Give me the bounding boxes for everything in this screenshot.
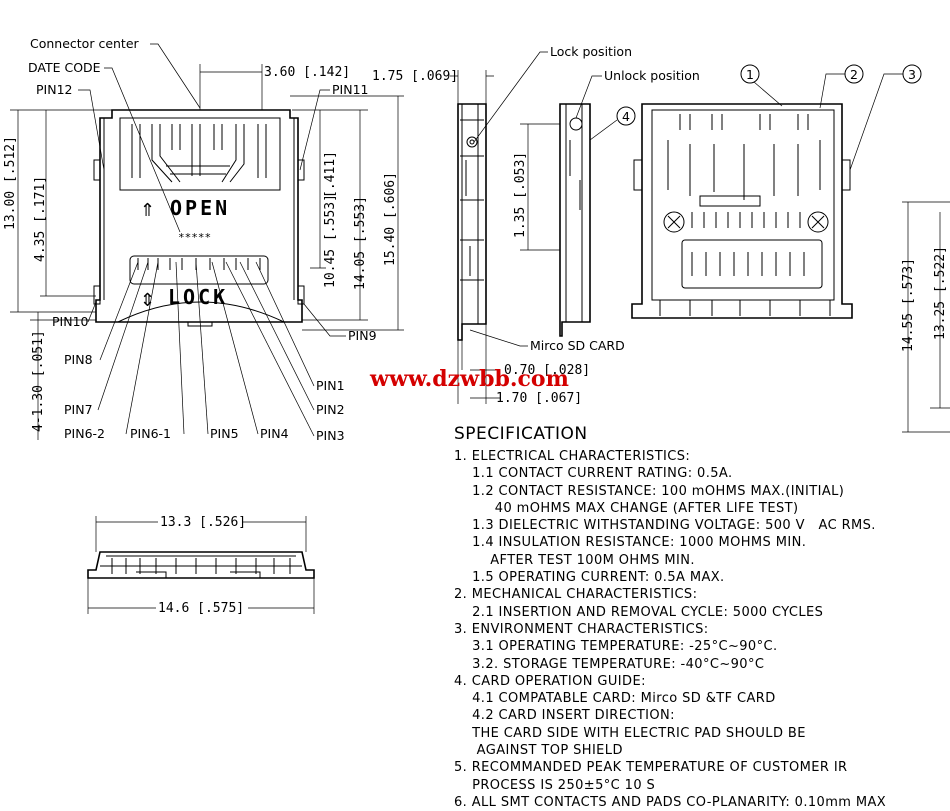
dim-1-75: 1.75 [.069] bbox=[372, 69, 458, 84]
callout-4-circle bbox=[616, 106, 636, 126]
spec-line: 4.2 CARD INSERT DIRECTION: bbox=[454, 708, 675, 724]
spec-line: AFTER TEST 100M OHMS MIN. bbox=[454, 552, 695, 568]
callout-2: 2 bbox=[850, 67, 858, 82]
dim-14-05: 14.05 [.553] bbox=[353, 196, 368, 290]
spec-line: 2.1 INSERTION AND REMOVAL CYCLE: 5000 CY… bbox=[454, 604, 824, 620]
label-pin2: PIN2 bbox=[316, 402, 345, 417]
top-view: OPEN ⇑ LOCK ⇕ ***** 3.60 [.142] 13.00 [.… bbox=[3, 36, 404, 443]
spec-line: 1.4 INSULATION RESISTANCE: 1000 MOHMS MI… bbox=[454, 535, 807, 551]
callout-1-circle bbox=[740, 64, 760, 84]
label-pin6-2: PIN6-2 bbox=[64, 426, 105, 441]
label-pin7: PIN7 bbox=[64, 402, 93, 417]
dim-14-55: 14.55 [.573] bbox=[901, 258, 916, 352]
dim-13-25: 13.25 [.522] bbox=[933, 246, 948, 340]
upper-contacts bbox=[131, 124, 267, 183]
spec-line: 1.1 CONTACT CURRENT RATING: 0.5A. bbox=[454, 466, 733, 482]
label-pin9: PIN9 bbox=[348, 328, 377, 343]
spec-line: THE CARD SIDE WITH ELECTRIC PAD SHOULD B… bbox=[454, 725, 806, 741]
label-unlock-position: Unlock position bbox=[604, 68, 700, 83]
side-view: 1.75 [.069] 0.70 [.028] 1.70 [.067] 1.35… bbox=[372, 44, 700, 406]
lock-arrow-icon: ⇕ bbox=[140, 290, 155, 311]
dim-1-30: 4-1.30 [.051] bbox=[31, 330, 46, 432]
spec-line: 2. MECHANICAL CHARACTERISTICS: bbox=[454, 587, 698, 603]
dim-13-3: 13.3 [.526] bbox=[160, 515, 246, 530]
label-pin11: PIN11 bbox=[332, 82, 368, 97]
dim-1-35: 1.35 [.053] bbox=[513, 152, 528, 238]
label-pin4: PIN4 bbox=[260, 426, 289, 441]
spec-line: 5. RECOMMANDED PEAK TEMPERATURE OF CUSTO… bbox=[454, 760, 848, 776]
spec-line: 40 mOHMS MAX CHANGE (AFTER LIFE TEST) bbox=[454, 500, 799, 516]
label-pin12: PIN12 bbox=[36, 82, 72, 97]
label-pin10: PIN10 bbox=[52, 314, 89, 329]
spec-line: PROCESS IS 250±5°C 10 S bbox=[454, 777, 656, 793]
spec-line: 1. ELECTRICAL CHARACTERISTICS: bbox=[454, 449, 691, 464]
label-pin3: PIN3 bbox=[316, 428, 345, 443]
open-arrow-icon: ⇑ bbox=[140, 200, 155, 221]
spec-line: 1.5 OPERATING CURRENT: 0.5A MAX. bbox=[454, 570, 725, 586]
spec-title: SPECIFICATION bbox=[454, 424, 588, 444]
specification-block: SPECIFICATION 1. ELECTRICAL CHARACTERIST… bbox=[454, 424, 948, 811]
spec-line: 6. ALL SMT CONTACTS AND PADS CO-PLANARIT… bbox=[454, 794, 887, 810]
dim-411: [.411] bbox=[323, 151, 338, 198]
label-pin8: PIN8 bbox=[64, 352, 93, 367]
callout-1: 1 bbox=[746, 67, 754, 82]
lower-contacts bbox=[117, 255, 285, 327]
dim-3-60: 3.60 [.142] bbox=[264, 65, 350, 80]
dim-13-00: 13.00 [.512] bbox=[3, 136, 18, 230]
label-lock-position: Lock position bbox=[550, 44, 632, 59]
spec-line: 4. CARD OPERATION GUIDE: bbox=[454, 673, 646, 689]
callout-3: 3 bbox=[908, 67, 916, 82]
callout-4: 4 bbox=[622, 109, 630, 124]
dim-10-45: 10.45 [.553] bbox=[323, 194, 338, 288]
spec-line: 3.2. STORAGE TEMPERATURE: -40°C~90°C bbox=[454, 656, 765, 672]
label-micro-sd-card: Mirco SD CARD bbox=[530, 338, 625, 353]
date-code-mark: ***** bbox=[178, 231, 211, 244]
bottom-view: 1 2 3 14.55 [.573] 13.25 [.522] bbox=[631, 64, 950, 433]
spec-line: 1.2 CONTACT RESISTANCE: 100 mOHMS MAX.(I… bbox=[454, 483, 845, 499]
dim-15-40: 15.40 [.606] bbox=[383, 172, 398, 266]
label-pin6-1: PIN6-1 bbox=[130, 426, 171, 441]
dim-14-6: 14.6 [.575] bbox=[158, 601, 244, 616]
label-date-code: DATE CODE bbox=[28, 60, 101, 75]
spec-line: AGAINST TOP SHIELD bbox=[454, 743, 623, 759]
open-text: OPEN bbox=[170, 196, 230, 220]
spec-lines: 1. ELECTRICAL CHARACTERISTICS: 1.1 CONTA… bbox=[454, 448, 948, 811]
spec-line: 3.1 OPERATING TEMPERATURE: -25°C~90°C. bbox=[454, 639, 778, 655]
label-pin1: PIN1 bbox=[316, 378, 345, 393]
front-view: 13.3 [.526] 14.6 [.575] bbox=[87, 515, 315, 616]
watermark: www.dzwbb.com bbox=[370, 366, 569, 392]
label-connector-center: Connector center bbox=[30, 36, 140, 51]
spec-line: 4.1 COMPATABLE CARD: Mirco SD &TF CARD bbox=[454, 691, 776, 707]
spec-line: 1.3 DIELECTRIC WITHSTANDING VOLTAGE: 500… bbox=[454, 518, 876, 534]
dim-1-70: 1.70 [.067] bbox=[496, 391, 582, 406]
dim-4-35: 4.35 [.171] bbox=[33, 176, 48, 262]
label-pin5: PIN5 bbox=[210, 426, 239, 441]
dim-0-70: 0.70 [.028] bbox=[504, 363, 590, 378]
spec-line: 3. ENVIRONMENT CHARACTERISTICS: bbox=[454, 621, 709, 637]
